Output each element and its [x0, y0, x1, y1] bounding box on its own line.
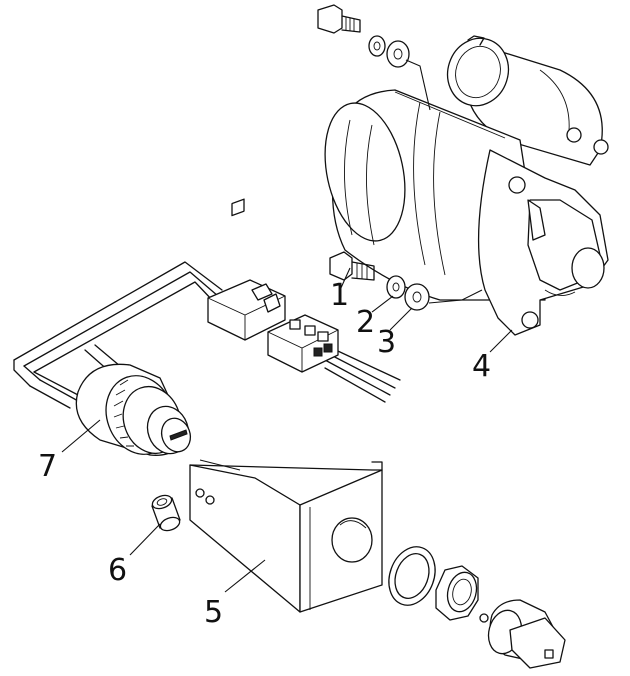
label-part-6: 6	[108, 553, 127, 588]
label-part-7: 7	[38, 449, 57, 484]
ignition-switch	[75, 363, 192, 456]
connector-right	[267, 314, 339, 373]
key-knob	[479, 599, 566, 669]
label-part-3: 3	[377, 325, 396, 360]
label-part-1: 1	[330, 278, 349, 313]
washer-2	[386, 275, 406, 299]
label-part-4: 4	[472, 349, 491, 384]
label-part-2: 2	[356, 305, 375, 340]
top-bolt-assembly	[317, 4, 431, 111]
washer-3	[404, 283, 430, 311]
label-part-5: 5	[204, 595, 223, 630]
leader-lines	[61, 267, 513, 593]
retaining-nut	[435, 565, 479, 621]
drive-housing	[477, 149, 609, 336]
spacer-sleeve	[151, 494, 181, 532]
starter-motor	[324, 35, 609, 336]
connector-left	[207, 198, 286, 341]
mounting-bracket	[189, 459, 383, 613]
lower-bolt-assembly	[329, 251, 483, 311]
lock-ring	[388, 546, 436, 606]
